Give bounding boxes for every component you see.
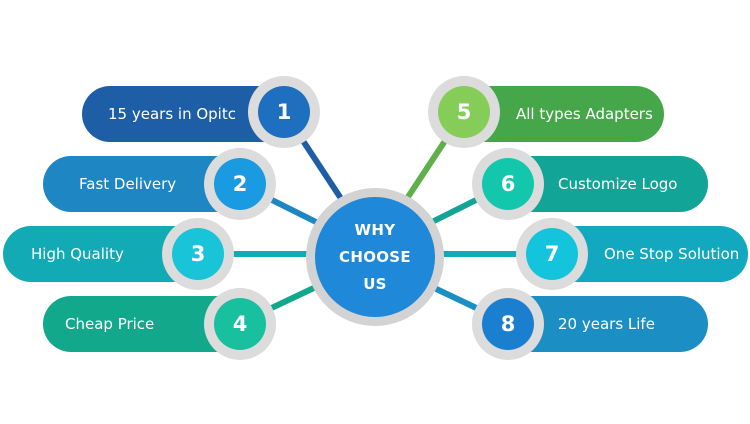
item-4-ring: 4	[204, 288, 276, 360]
item-6-number: 6	[482, 158, 534, 210]
item-3-label: High Quality	[31, 245, 124, 263]
item-8-label: 20 years Life	[558, 315, 655, 333]
hub-ring: WHY CHOOSE US	[306, 188, 444, 326]
item-6-ring: 6	[472, 148, 544, 220]
item-5-label: All types Adapters	[516, 105, 653, 123]
hub-label: WHY CHOOSE US	[339, 220, 411, 293]
item-7-number: 7	[526, 228, 578, 280]
item-2-ring: 2	[204, 148, 276, 220]
hub-circle: WHY CHOOSE US	[315, 197, 435, 317]
item-1-label: 15 years in Opitc	[108, 105, 236, 123]
item-4-number: 4	[214, 298, 266, 350]
item-7-label: One Stop Solution	[604, 245, 740, 263]
item-5-number: 5	[438, 86, 490, 138]
item-3-ring: 3	[162, 218, 234, 290]
item-2-number: 2	[214, 158, 266, 210]
item-2-label: Fast Delivery	[79, 175, 177, 193]
item-3-number: 3	[172, 228, 224, 280]
item-1-number: 1	[258, 86, 310, 138]
item-8-ring: 8	[472, 288, 544, 360]
item-6-label: Customize Logo	[558, 175, 678, 193]
item-8-number: 8	[482, 298, 534, 350]
item-7-ring: 7	[516, 218, 588, 290]
item-4-label: Cheap Price	[65, 315, 155, 333]
item-1-ring: 1	[248, 76, 320, 148]
item-5-ring: 5	[428, 76, 500, 148]
